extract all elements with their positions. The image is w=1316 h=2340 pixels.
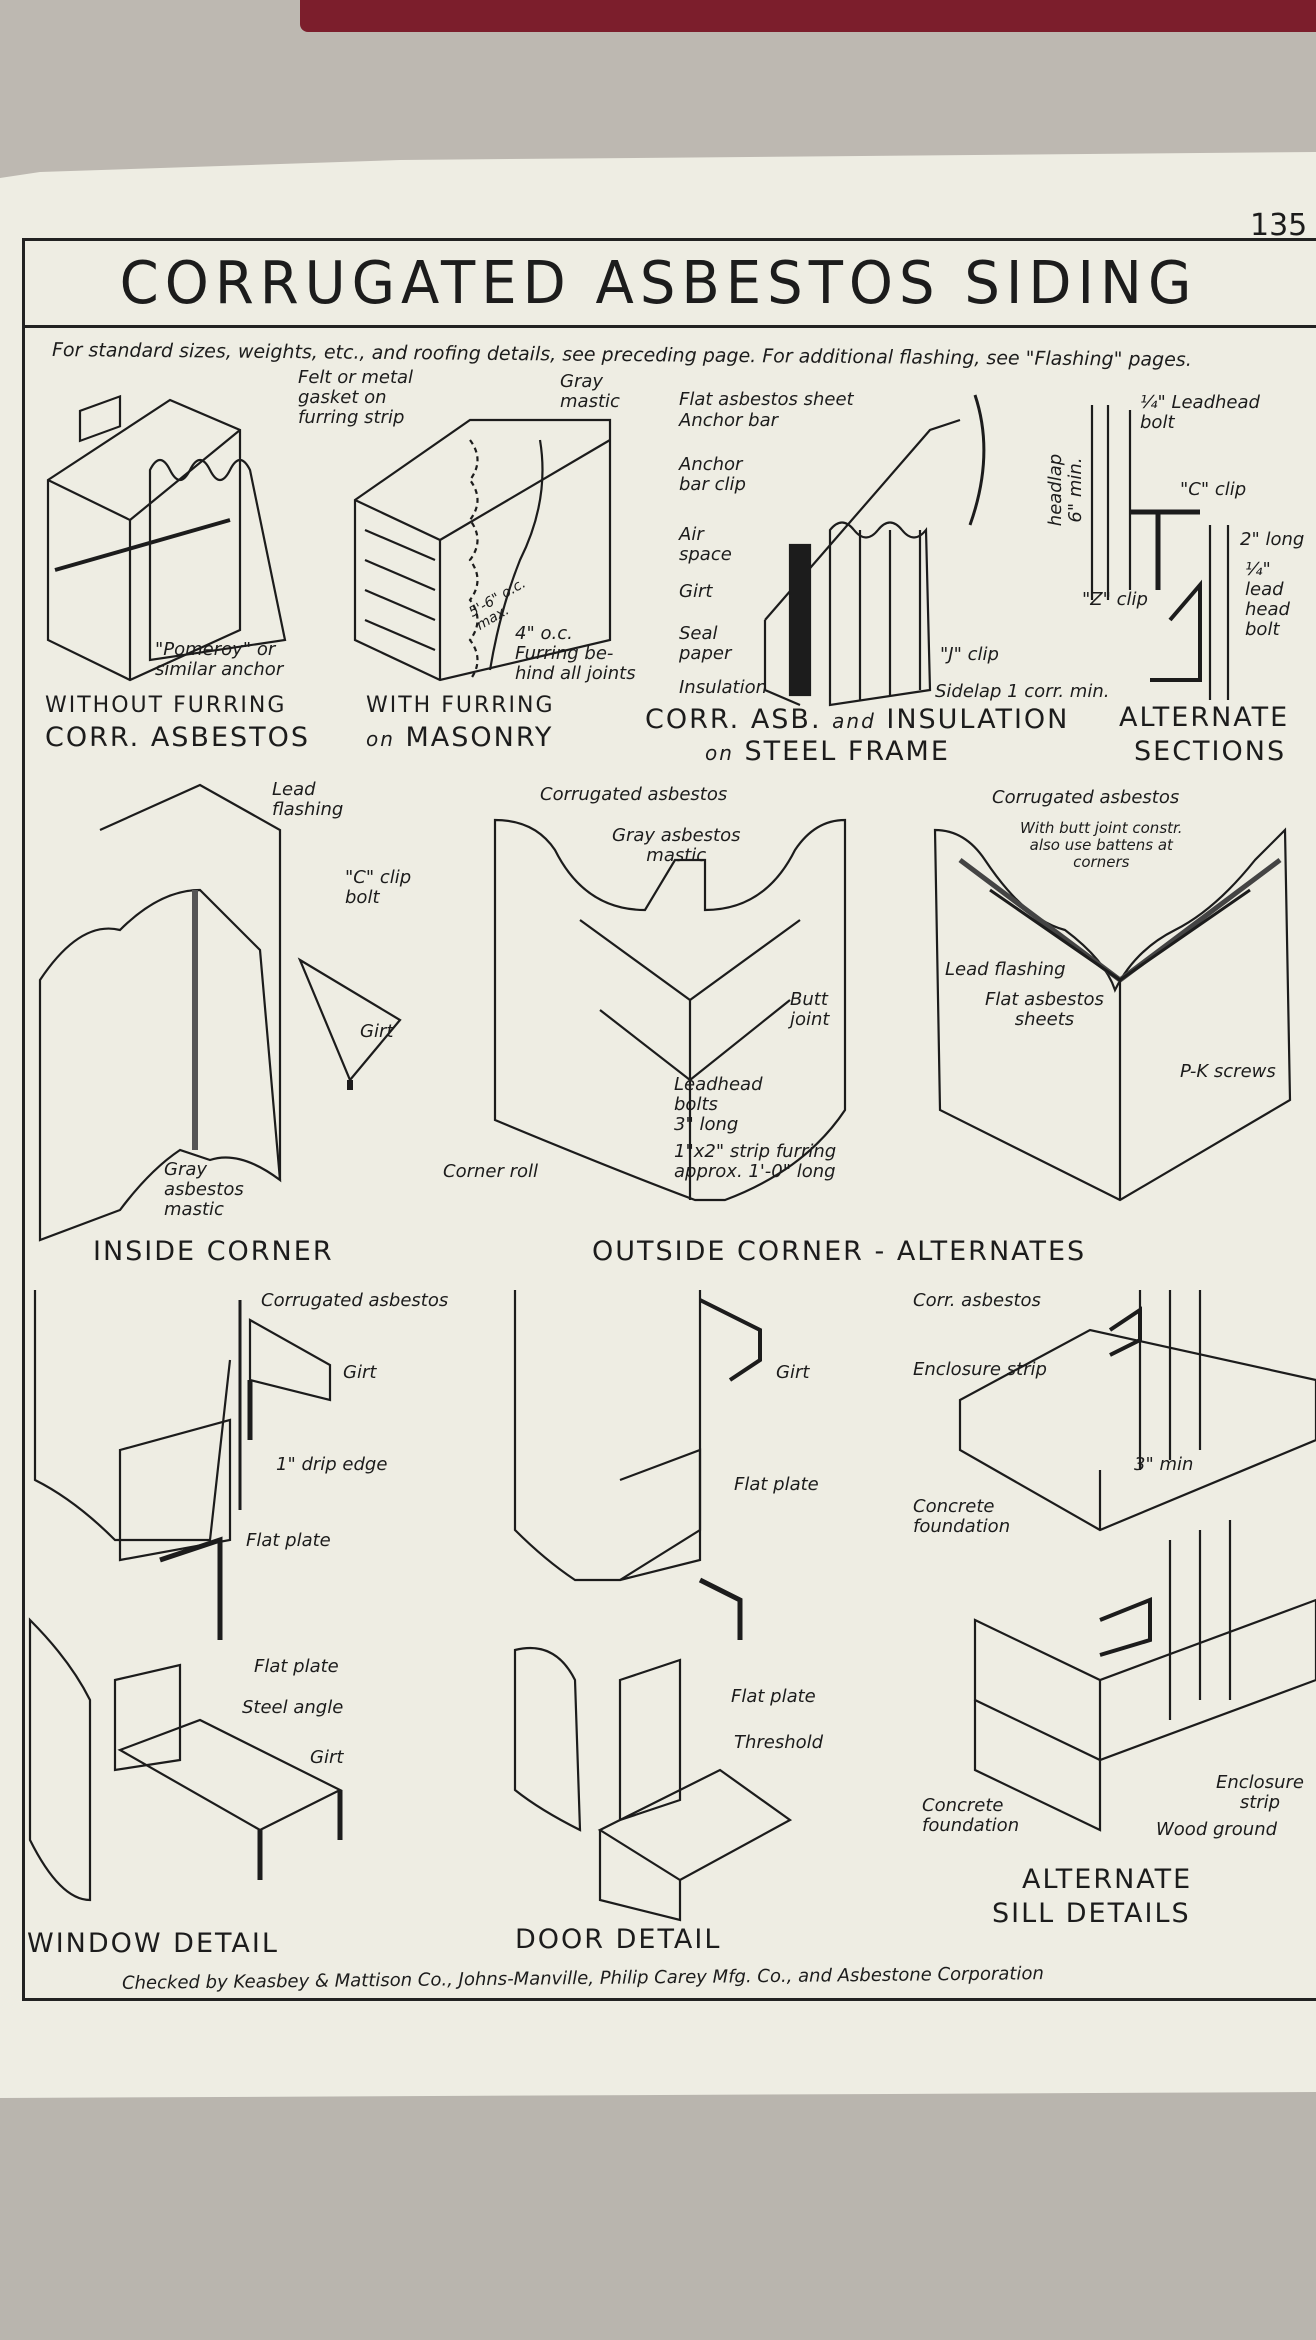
label-2-long: 2" long (1240, 529, 1305, 550)
page-title: CORRUGATED ASBESTOS SIDING (119, 248, 1198, 318)
caption-outside-corner: OUTSIDE CORNER - ALTERNATES (592, 1236, 1087, 1267)
label-corner-roll: Corner roll (443, 1161, 539, 1182)
drawing-outside-corner-b (933, 827, 1292, 1202)
caption-corr-asb: CORR. ASB. (645, 704, 822, 735)
label-steel-angle: Steel angle (242, 1697, 344, 1718)
caption-alternate-sill: ALTERNATE (1022, 1864, 1193, 1895)
label-headlap: headlap 6" min. (1045, 453, 1087, 527)
label-wood-ground: Wood ground (1156, 1819, 1278, 1840)
label-gray-asbestos-mastic: Gray asbestos mastic (164, 1159, 244, 1220)
drawing-outside-corner-a (493, 818, 847, 1202)
page-number: 135 (1250, 208, 1308, 243)
drawing-without-furring (46, 394, 287, 682)
label-c-clip-bolt: "C" clip bolt (345, 867, 412, 908)
label-threshold: Threshold (734, 1732, 824, 1753)
label-pk-screws: P-K screws (1180, 1061, 1276, 1082)
label-flat-plate-window-2: Flat plate (254, 1656, 339, 1677)
page-frame (22, 238, 1316, 2001)
caption-alternate: ALTERNATE (1119, 702, 1290, 733)
caption-steel-frame: STEEL FRAME (744, 736, 950, 767)
label-seal-paper: Seal paper (679, 623, 732, 664)
label-girt-inside: Girt (360, 1021, 394, 1042)
caption-masonry: MASONRY (405, 722, 554, 753)
label-corrugated-asbestos-b: Corrugated asbestos (992, 787, 1180, 808)
label-flat-plate-window: Flat plate (246, 1530, 331, 1551)
label-girt-door: Girt (776, 1362, 810, 1383)
caption-sill-details: SILL DETAILS (992, 1898, 1191, 1929)
label-butt-joint: Butt joint (790, 989, 830, 1030)
label-j-clip: "J" clip (940, 644, 999, 665)
label-corr-asbestos-sill: Corr. asbestos (913, 1290, 1041, 1311)
caption-window-detail: WINDOW DETAIL (27, 1928, 279, 1959)
label-3-min: 3" min (1134, 1454, 1194, 1475)
caption-and: and (832, 709, 876, 733)
drawing-sill-details (958, 1290, 1316, 1832)
label-leadhead-bolts: Leadhead bolts 3" long (674, 1074, 763, 1135)
label-leadhead-bolt: ¼" Leadhead bolt (1140, 392, 1260, 433)
caption-on-steel: on (705, 741, 734, 765)
caption-inside-corner: INSIDE CORNER (93, 1236, 334, 1267)
label-flat-plate-door: Flat plate (734, 1474, 819, 1495)
book-cover (300, 0, 1316, 32)
label-drip-edge: 1" drip edge (276, 1454, 388, 1475)
label-lead-flashing: Lead flashing (272, 779, 344, 820)
label-strip-furring: 1"x2" strip furring approx. 1'-0" long (674, 1141, 837, 1182)
label-enclosure-strip: Enclosure strip (913, 1359, 1047, 1380)
drawing-steel-frame (763, 394, 986, 707)
label-girt: Girt (679, 581, 713, 602)
label-corrugated-asbestos-window: Corrugated asbestos (261, 1290, 449, 1311)
title-box: CORRUGATED ASBESTOS SIDING (22, 238, 1316, 328)
label-flat-asbestos-sheet: Flat asbestos sheet (679, 389, 854, 410)
caption-with-furring: WITH FURRING (366, 693, 555, 718)
drawing-inside-corner (38, 783, 402, 1242)
drawing-door-detail (513, 1290, 793, 1922)
label-concrete-foundation: Concrete foundation (913, 1496, 1011, 1537)
label-pomeroy-anchor: "Pomeroy" or similar anchor (155, 639, 284, 680)
caption-on: on (366, 727, 395, 751)
table-fabric (0, 2090, 1316, 2340)
label-anchor-bar: Anchor bar (679, 410, 779, 431)
drawing-window-detail (28, 1290, 343, 1902)
caption-insulation: INSULATION (886, 704, 1070, 735)
label-mastic-a: Gray asbestos mastic (612, 825, 741, 866)
label-lead-flashing-b: Lead flashing (945, 959, 1066, 980)
label-lead-head-bolt: ¼" lead head bolt (1245, 559, 1290, 640)
label-air-space: Air space (679, 524, 732, 565)
label-sidelap: Sidelap 1 corr. min. (935, 681, 1110, 702)
label-flat-asbestos-sheets: Flat asbestos sheets (985, 989, 1104, 1030)
label-enclosure-strip-2: Enclosure strip (1216, 1772, 1304, 1813)
label-anchor-bar-clip: Anchor bar clip (679, 454, 746, 495)
label-furring-joints: 4" o.c. Furring be- hind all joints (515, 623, 636, 684)
label-c-clip: "C" clip (1180, 479, 1247, 500)
caption-without-furring: WITHOUT FURRING (45, 693, 287, 718)
caption-sections: SECTIONS (1134, 736, 1287, 767)
label-girt-window: Girt (343, 1362, 377, 1383)
label-concrete-foundation-2: Concrete foundation (922, 1795, 1020, 1836)
label-butt-joint-note: With butt joint constr. also use battens… (1020, 819, 1183, 871)
label-girt-window-2: Girt (310, 1747, 344, 1768)
caption-corr-asbestos: CORR. ASBESTOS (45, 722, 311, 753)
caption-door-detail: DOOR DETAIL (515, 1924, 722, 1955)
label-flat-plate-door-2: Flat plate (731, 1686, 816, 1707)
label-felt-gasket: Felt or metal gasket on furring strip (298, 367, 414, 428)
label-gray-mastic: Gray mastic (560, 371, 620, 412)
label-corrugated-asbestos-a: Corrugated asbestos (540, 784, 728, 805)
drawing-alternate-sections (1090, 405, 1230, 700)
label-z-clip: "Z" clip (1082, 589, 1148, 610)
label-insulation: Insulation (679, 677, 768, 698)
drawing-with-furring (353, 418, 612, 682)
